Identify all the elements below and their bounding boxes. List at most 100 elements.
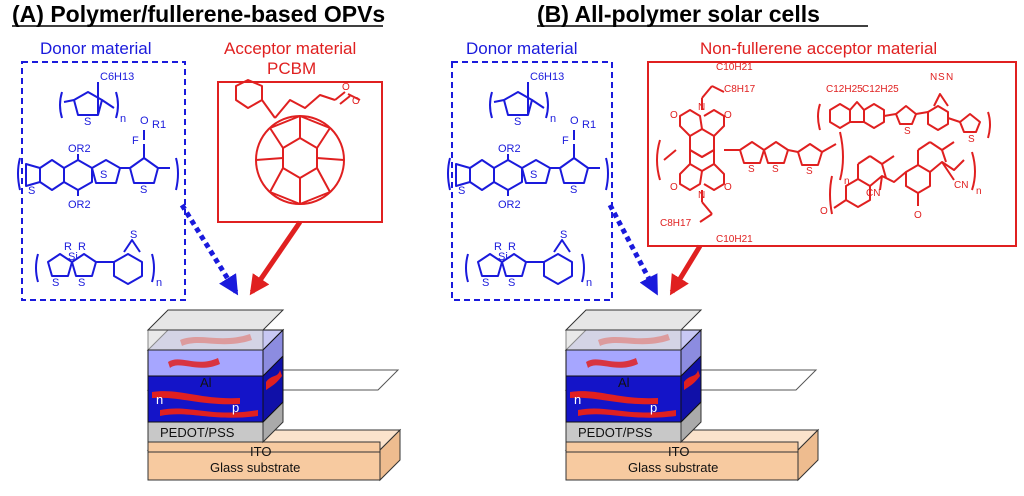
panel-b-donor-label: Donor material bbox=[466, 39, 578, 58]
panel-b-ptb7-sulfur-2: S bbox=[570, 184, 577, 196]
panel-b-ptb7-or2-bottom: OR2 bbox=[498, 199, 521, 211]
panel-b-ito-label: ITO bbox=[668, 444, 689, 459]
cn-ppv-cn-2: CN bbox=[954, 180, 968, 191]
panel-b-si-polymer-r-right: R bbox=[508, 241, 516, 253]
p3ht-repeat: n bbox=[120, 113, 126, 125]
n2200-nitrogen-bottom: N bbox=[698, 190, 705, 201]
panel-a-glass-label: Glass substrate bbox=[210, 460, 300, 475]
panel-a-acceptor: Acceptor material PCBM bbox=[217, 39, 383, 223]
si-polymer-s-1: S bbox=[52, 277, 59, 289]
ptb7-structure: OR2 OR2 F O R1 S S S bbox=[17, 115, 179, 211]
ptb7-r1: R1 bbox=[152, 119, 166, 131]
n2200-oxygen-3: O bbox=[670, 182, 678, 193]
panel-b-si-polymer-r-left: R bbox=[494, 241, 502, 253]
p3ht-sulfur: S bbox=[84, 116, 91, 128]
panel-a-acceptor-label-1: Acceptor material bbox=[224, 39, 356, 58]
panel-b: (B) All-polymer solar cells Donor materi… bbox=[447, 1, 1017, 482]
pcbm-oxygen-2: O bbox=[352, 96, 360, 107]
panel-b-al-layer bbox=[565, 349, 682, 377]
panel-b-si-polymer-structure: R R Si S S S n bbox=[465, 229, 592, 289]
n2200-sulfur-3: S bbox=[806, 166, 813, 177]
panel-a-acceptor-label-2: PCBM bbox=[267, 59, 316, 78]
fluorene-bt-s: S bbox=[938, 72, 945, 83]
panel-b-p3ht-side-chain: C6H13 bbox=[530, 71, 564, 83]
panel-b-device: Glass substrate ITO PEDOT/PSS n p Al bbox=[564, 309, 820, 482]
ptb7-sulfur-2: S bbox=[140, 184, 147, 196]
p3ht-side-chain: C6H13 bbox=[100, 71, 134, 83]
ptb7-oxygen: O bbox=[140, 115, 149, 127]
panel-a-p-label: p bbox=[232, 400, 239, 415]
nfa-box bbox=[647, 61, 1017, 247]
panel-a-al-label: Al bbox=[200, 375, 212, 390]
panel-b-ptb7-or2-top: OR2 bbox=[498, 143, 521, 155]
si-polymer-repeat: n bbox=[156, 277, 162, 289]
n2200-sulfur-2: S bbox=[772, 164, 779, 175]
panel-b-ptb7-sulfur-3: S bbox=[458, 185, 465, 197]
n2200-c10h21-top: C10H21 bbox=[716, 62, 753, 73]
fluorene-bt-n-2: N bbox=[946, 72, 953, 83]
cn-ppv-repeat: n bbox=[976, 186, 982, 197]
fluorene-c12h25-left: C12H25 bbox=[826, 84, 863, 95]
cn-ppv-oxygen-1: O bbox=[820, 206, 828, 217]
panel-b-si-polymer-s-2: S bbox=[508, 277, 515, 289]
ptb7-sulfur-3: S bbox=[28, 185, 35, 197]
panel-b-si-polymer-s-top: S bbox=[560, 229, 567, 241]
panel-b-si-polymer-repeat: n bbox=[586, 277, 592, 289]
panel-b-al-label: Al bbox=[618, 375, 630, 390]
panel-b-acceptor-label: Non-fullerene acceptor material bbox=[700, 39, 937, 58]
panel-a-donor-label: Donor material bbox=[40, 39, 152, 58]
panel-a-ito-label: ITO bbox=[250, 444, 271, 459]
fluorene-bt-n-1: N bbox=[930, 72, 937, 83]
panel-b-n-label: n bbox=[574, 392, 581, 407]
panel-a-device: Glass substrate ITO PEDOT/PSS n p Al bbox=[146, 309, 402, 482]
panel-a-n-label: n bbox=[156, 392, 163, 407]
pcbm-structure: O O bbox=[235, 79, 361, 205]
cn-ppv-oxygen-2: O bbox=[914, 210, 922, 221]
si-polymer-s-2: S bbox=[78, 277, 85, 289]
n2200-c8h17-top: C8H17 bbox=[724, 84, 756, 95]
panel-a-donor: Donor material C6H13 S n bbox=[17, 39, 186, 301]
fluorene-thiophene-s-2: S bbox=[968, 134, 975, 145]
cn-ppv-cn-1: CN bbox=[866, 188, 880, 199]
n2200-repeat: n bbox=[844, 176, 850, 187]
n2200-sulfur-1: S bbox=[748, 164, 755, 175]
panel-b-ptb7-sulfur-1: S bbox=[530, 169, 537, 181]
si-polymer-s-top: S bbox=[130, 229, 137, 241]
panel-b-si-polymer-si: Si bbox=[498, 251, 508, 263]
fluorene-c12h25-right: C12H25 bbox=[862, 84, 899, 95]
panel-b-p-label: p bbox=[650, 400, 657, 415]
panel-b-ptb7-oxygen: O bbox=[570, 115, 579, 127]
ptb7-or2-top: OR2 bbox=[68, 143, 91, 155]
panel-b-glass-layer bbox=[565, 449, 799, 481]
panel-a-title: (A) Polymer/fullerene-based OPVs bbox=[12, 1, 385, 27]
panel-b-si-polymer-s-1: S bbox=[482, 277, 489, 289]
n2200-structure: O O O O N N C10H21 C8H17 C8H17 C10H21 S … bbox=[656, 62, 850, 245]
panel-a-pedot-label: PEDOT/PSS bbox=[160, 425, 235, 440]
panel-b-acceptor: Non-fullerene acceptor material bbox=[647, 39, 1017, 247]
n2200-nitrogen-top: N bbox=[698, 102, 705, 113]
si-polymer-structure: R R Si S S S n bbox=[35, 229, 162, 289]
panel-a-ito-layer bbox=[147, 441, 381, 453]
p3ht-structure: C6H13 S n bbox=[59, 71, 134, 128]
si-polymer-si: Si bbox=[68, 251, 78, 263]
si-polymer-r-right: R bbox=[78, 241, 86, 253]
ptb7-or2-bottom: OR2 bbox=[68, 199, 91, 211]
fluorene-bt-structure: C12H25 C12H25 N S N S S bbox=[817, 72, 991, 145]
n2200-oxygen-1: O bbox=[670, 110, 678, 121]
panel-b-ptb7-r1: R1 bbox=[582, 119, 596, 131]
panel-b-p3ht-sulfur: S bbox=[514, 116, 521, 128]
pcbm-oxygen-1: O bbox=[342, 82, 350, 93]
panel-b-p3ht-structure: C6H13 S n bbox=[489, 71, 564, 128]
ptb7-fluorine: F bbox=[132, 135, 139, 147]
fluorene-thiophene-s-1: S bbox=[904, 126, 911, 137]
panel-b-donor-arrow bbox=[607, 203, 659, 296]
panel-b-glass-label: Glass substrate bbox=[628, 460, 718, 475]
panel-a-acceptor-arrow bbox=[249, 220, 303, 296]
ptb7-sulfur-1: S bbox=[100, 169, 107, 181]
si-polymer-r-left: R bbox=[64, 241, 72, 253]
n2200-c8h17-bottom: C8H17 bbox=[660, 218, 692, 229]
panel-b-donor-box bbox=[451, 61, 613, 301]
panel-b-ptb7-fluorine: F bbox=[562, 135, 569, 147]
panel-a-donor-arrow bbox=[179, 203, 239, 296]
